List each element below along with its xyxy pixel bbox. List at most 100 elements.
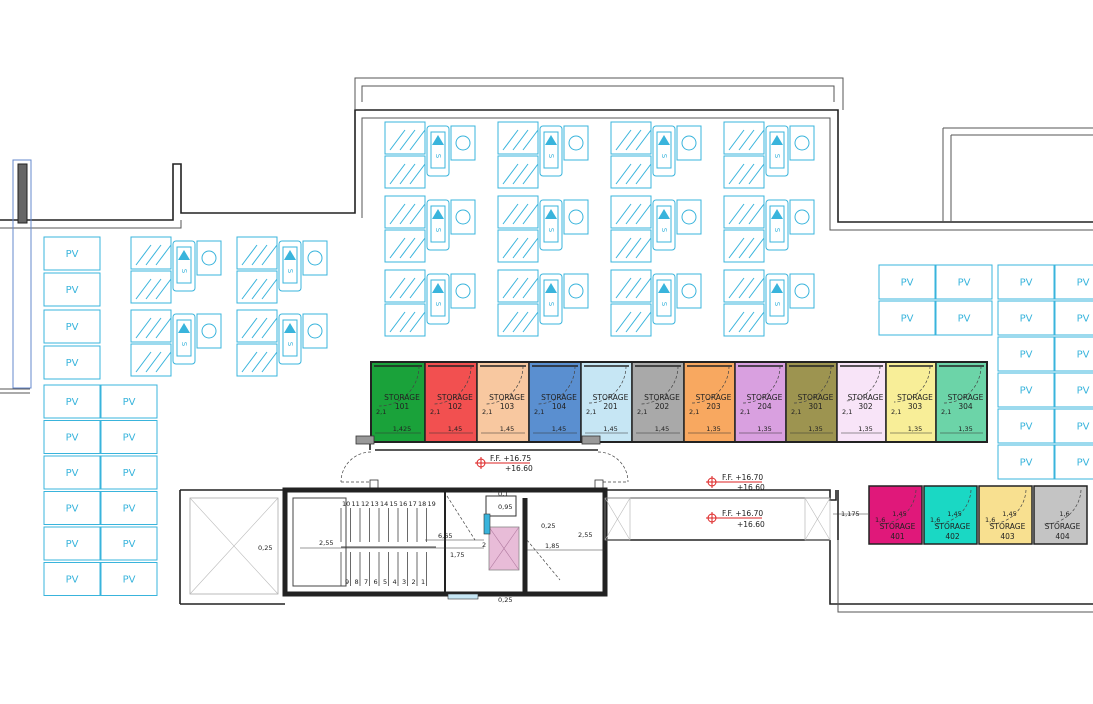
dim-025-left: 0,25	[258, 544, 272, 552]
storage-label: STORAGE	[880, 522, 916, 531]
pv-panel: PV	[43, 345, 101, 380]
svg-text:S: S	[660, 154, 668, 159]
storage-label: STORAGE	[384, 393, 420, 402]
pv-panel: PV	[43, 236, 101, 271]
pv-label: PV	[901, 314, 914, 325]
storage-width: 1,45	[500, 425, 514, 433]
storage-label: STORAGE	[935, 522, 971, 531]
stair-step-number: 14	[380, 500, 388, 508]
stair-step-number: 1	[421, 578, 425, 586]
level-center-ff: F.F. +16.75	[490, 454, 531, 463]
pv-label: PV	[66, 468, 79, 479]
stair-step-number: 8	[355, 578, 359, 586]
storage-width: 1,35	[908, 425, 922, 433]
storage-number: 401	[890, 532, 905, 541]
pv-label: PV	[123, 504, 136, 515]
storage-width: 1,35	[858, 425, 872, 433]
hvac-unit: S	[723, 195, 815, 263]
level-marker-right2: F.F. +16.70 +16.60	[706, 509, 765, 529]
pv-panel: PV	[1054, 300, 1093, 336]
pv-panel: PV	[43, 272, 101, 307]
pv-label: PV	[1077, 350, 1090, 361]
storage-number: 402	[945, 532, 960, 541]
svg-text:S: S	[547, 302, 555, 307]
pv-panel: PV	[878, 300, 936, 336]
dim-025-bottom: 0,25	[498, 596, 512, 604]
level-right2-lvl: +16.60	[737, 520, 765, 529]
hvac-unit: S	[610, 121, 702, 189]
pv-label: PV	[1077, 278, 1090, 289]
pv-label: PV	[1077, 314, 1090, 325]
pv-label: PV	[66, 539, 79, 550]
level-right2-ff: F.F. +16.70	[722, 509, 763, 518]
dim-095: 0,95	[498, 503, 512, 511]
storage-width: 1,35	[706, 425, 720, 433]
svg-text:S: S	[547, 154, 555, 159]
svg-text:S: S	[434, 154, 442, 159]
storage-label: STORAGE	[489, 393, 525, 402]
svg-text:S: S	[180, 342, 188, 347]
storage-width: 1,45	[892, 510, 906, 518]
svg-text:S: S	[286, 342, 294, 347]
storage-label: STORAGE	[437, 393, 473, 402]
hvac-unit: S	[236, 236, 328, 304]
hvac-unit: S	[610, 269, 702, 337]
dimension-labels: 0,25 2,55 6,65 1,75 2 0,1 0,95 0,25 1,85…	[258, 490, 868, 604]
storage-height: 2,1	[586, 408, 596, 416]
storage-label: STORAGE	[747, 393, 783, 402]
pv-panel: PV	[43, 309, 101, 344]
storage-height: 2,1	[637, 408, 647, 416]
pv-label: PV	[123, 575, 136, 586]
dim-255: 2,55	[319, 539, 333, 547]
pv-label: PV	[1020, 350, 1033, 361]
storage-height: 2,1	[842, 408, 852, 416]
stair-step-number: 9	[345, 578, 349, 586]
pv-panel: PV	[100, 562, 158, 596]
stair-step-number: 11	[352, 500, 360, 508]
storage-height: 2,1	[791, 408, 801, 416]
svg-text:S: S	[660, 228, 668, 233]
svg-text:S: S	[773, 154, 781, 159]
stair-step-number: 6	[374, 578, 378, 586]
stair-step-number: 4	[393, 578, 397, 586]
pv-panel: PV	[997, 300, 1055, 336]
svg-text:S: S	[547, 228, 555, 233]
pv-label: PV	[66, 285, 79, 296]
storage-height: 1,6	[875, 516, 885, 524]
vertical-shaft	[12, 159, 32, 389]
level-center-lvl: +16.60	[505, 464, 533, 473]
hvac-unit: S	[723, 269, 815, 337]
storage-height: 2,1	[376, 408, 386, 416]
pv-panel: PV	[1054, 444, 1093, 480]
pv-panel: PV	[43, 455, 101, 490]
stair-step-number: 16	[399, 500, 407, 508]
pv-panel: PV	[997, 444, 1055, 480]
stair-step-number: 12	[361, 500, 369, 508]
hvac-unit: S	[723, 121, 815, 189]
dim-175: 1,75	[450, 551, 464, 559]
storage-number: 203	[706, 402, 721, 411]
pv-label: PV	[66, 433, 79, 444]
pv-label: PV	[1020, 422, 1033, 433]
pv-label: PV	[901, 278, 914, 289]
pv-label: PV	[1020, 278, 1033, 289]
storage-width: 1,35	[958, 425, 972, 433]
svg-text:S: S	[434, 228, 442, 233]
pv-panel: PV	[1054, 264, 1093, 300]
pv-label: PV	[1077, 458, 1090, 469]
storage-number: 404	[1055, 532, 1070, 541]
pv-label: PV	[1020, 314, 1033, 325]
pv-panel: PV	[935, 300, 993, 336]
storage-width: 1,45	[552, 425, 566, 433]
